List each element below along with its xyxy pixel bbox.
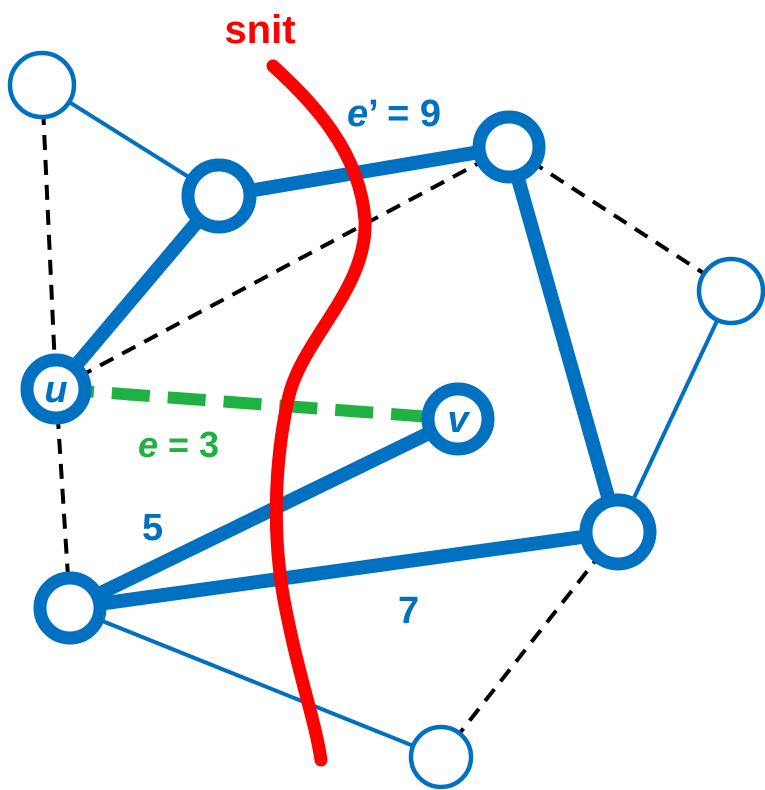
edge-n8-n7	[69, 525, 619, 615]
node-n8	[33, 571, 107, 645]
edge-label-e: e = 3	[138, 424, 219, 465]
edge-n1-u	[40, 84, 58, 390]
node-circle-u	[20, 353, 92, 425]
node-n7	[579, 493, 657, 571]
node-circle-n8	[33, 571, 107, 645]
cut-title: snit	[224, 8, 295, 52]
node-n2	[181, 158, 257, 234]
edge-v-n8	[66, 412, 462, 615]
node-n9	[408, 724, 474, 790]
node-label-u: u	[44, 369, 67, 411]
edge-label-e-prime-rest: ’ = 9	[368, 93, 441, 135]
edge-label-e-var: e	[138, 424, 158, 465]
edge-u-v	[55, 383, 459, 425]
edges-layer	[40, 83, 733, 759]
node-circle-n1	[7, 50, 77, 120]
node-circle-v	[421, 382, 495, 456]
node-label-v: v	[447, 399, 470, 441]
cut-curve	[266, 59, 372, 767]
edge-u-n3	[55, 145, 510, 391]
node-circle-n4	[696, 256, 765, 326]
edge-n3-n7	[502, 145, 625, 534]
node-circle-n7	[579, 493, 657, 571]
node-n4	[696, 256, 765, 326]
node-circle-n3	[472, 110, 546, 184]
node-u: u	[20, 353, 92, 425]
nodes-layer: uv	[7, 50, 765, 790]
edge-n8-n9	[69, 606, 442, 759]
node-circle-n2	[181, 158, 257, 234]
node-n1	[7, 50, 77, 120]
edge-n7-n9	[439, 530, 620, 759]
edge-label-e-rest: = 3	[158, 424, 219, 465]
edge-weight-7: 7	[398, 590, 419, 632]
edge-weight-5: 5	[142, 507, 163, 549]
node-n3	[472, 110, 546, 184]
edge-label-e-prime: e’ = 9	[347, 93, 441, 135]
edge-u-n2	[50, 191, 225, 394]
node-v: v	[421, 382, 495, 456]
edge-n4-n7	[616, 290, 733, 533]
edge-n3-n4	[507, 145, 733, 293]
edge-u-n8	[54, 388, 72, 609]
edge-label-e-prime-var: e	[347, 93, 368, 135]
node-circle-n9	[408, 724, 474, 790]
edge-n2-n3	[217, 140, 511, 203]
